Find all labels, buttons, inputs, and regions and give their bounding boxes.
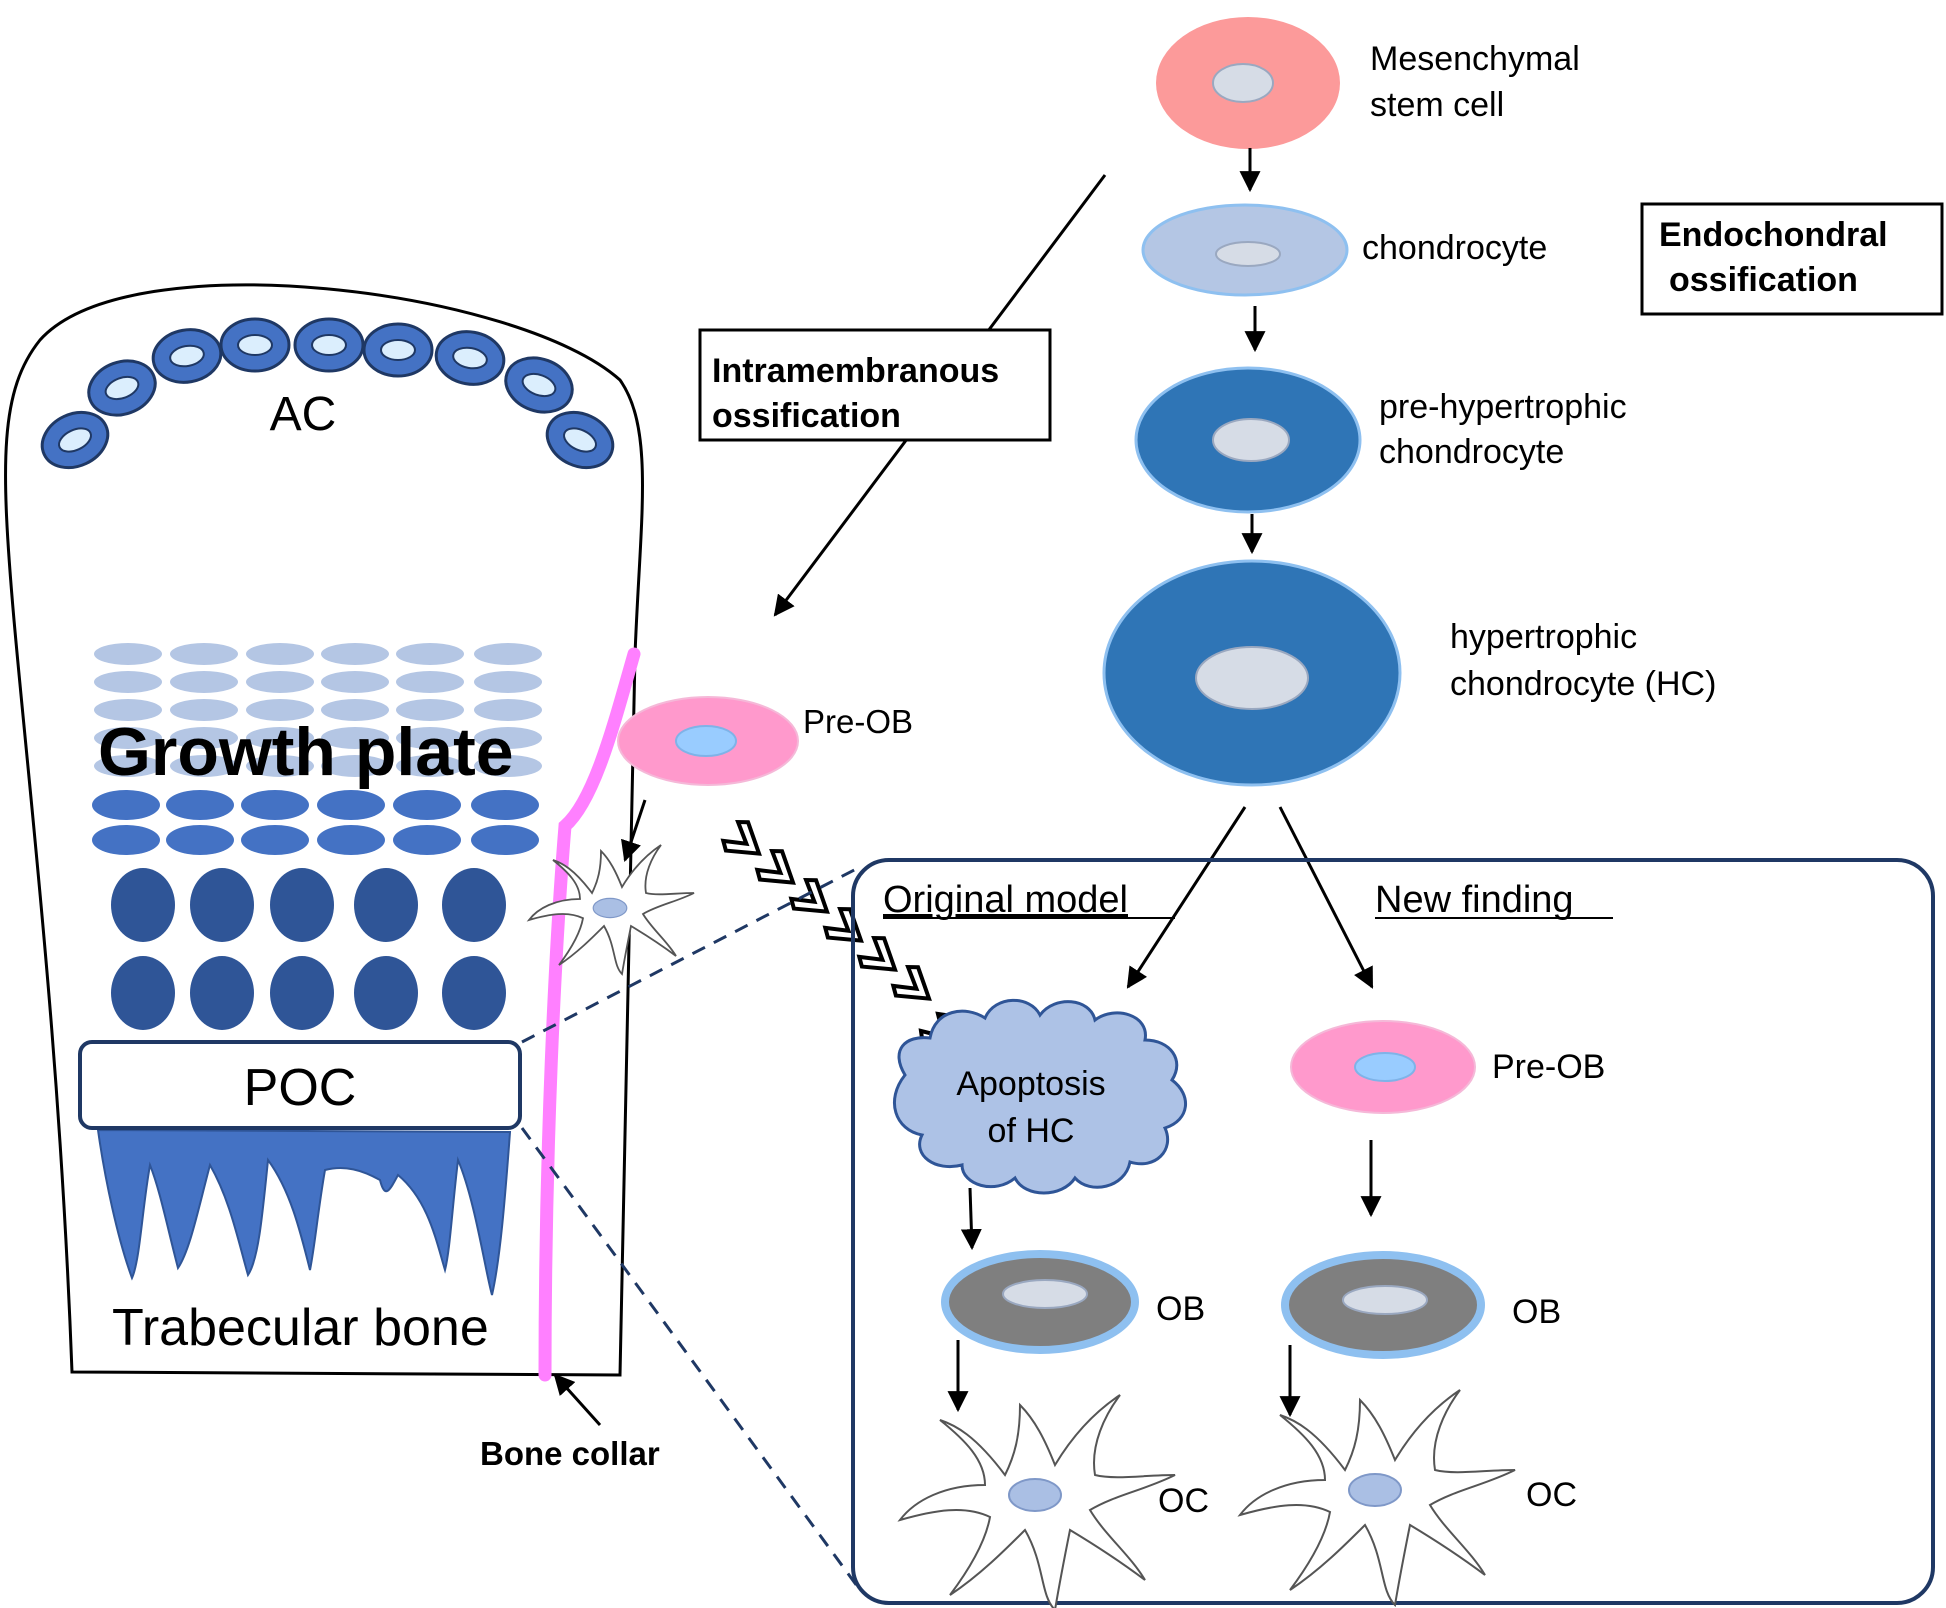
chondrocyte-label: chondrocyte: [1362, 229, 1547, 267]
osteocyte-small: [526, 844, 695, 976]
pre-ob-nucleus-right: [1354, 1052, 1416, 1082]
intramembranous-pathway: Intramembranous ossification Pre-OB: [526, 174, 1107, 976]
bone-collar: [538, 647, 641, 1382]
endochondral-label-line1: Endochondral: [1659, 216, 1888, 254]
apoptosis-label-line2: of HC: [988, 1112, 1075, 1150]
bone-collar-arrow: [553, 1373, 602, 1427]
endochondral-label-line2: ossification: [1669, 261, 1858, 299]
pre-ob-to-oc-arrow: [621, 799, 647, 862]
trabecular-bone: [96, 1128, 512, 1296]
ob-label-left: OB: [1156, 1290, 1205, 1328]
chevron-arrow: [717, 815, 968, 1060]
oc-cell-left: [897, 1394, 1176, 1608]
pre-hypertrophic-label-line1: pre-hypertrophic: [1379, 388, 1627, 426]
growth-plate-mid-cells: [92, 790, 539, 855]
detail-panel: Original model New finding Apoptosis of …: [851, 858, 1935, 1608]
ob-nucleus-right: [1342, 1285, 1428, 1315]
pre-ob-label-top: Pre-OB: [803, 703, 913, 740]
new-finding-heading: New finding: [1375, 879, 1574, 921]
zoom-line-top: [521, 865, 861, 1044]
ob-label-right: OB: [1512, 1293, 1561, 1331]
arrow-apoptosis-to-ob: [960, 1187, 982, 1251]
poc-label: POC: [244, 1059, 357, 1117]
hypertrophic-label-line1: hypertrophic: [1450, 618, 1637, 656]
msc-nucleus: [1212, 63, 1274, 103]
endochondral-box: [1640, 202, 1944, 316]
arrow-hc-to-pre-ob: [1278, 806, 1374, 989]
bone-collar-label: Bone collar: [480, 1435, 660, 1472]
growth-plate-hypertrophic-cells: [111, 868, 506, 1030]
pre-ob-nucleus-top: [675, 725, 737, 757]
bone-schematic: AC Growth plate POC Trabecular bone: [4, 283, 660, 1472]
oc-label-left: OC: [1158, 1482, 1209, 1520]
growth-plate-light-cells: [94, 643, 542, 777]
oc-cell-right: [1237, 1389, 1516, 1608]
original-model-heading: Original model: [883, 879, 1128, 921]
poc-box: [78, 1040, 522, 1130]
oc-label-right: OC: [1526, 1476, 1577, 1514]
trabecular-bone-label: Trabecular bone: [112, 1299, 489, 1357]
msc-label-line2: stem cell: [1370, 86, 1504, 124]
intramembranous-label-line1: Intramembranous: [712, 352, 999, 390]
pre-hypertrophic-nucleus: [1212, 418, 1290, 462]
pre-ob-label-right: Pre-OB: [1492, 1048, 1605, 1086]
intramembranous-box: [698, 328, 1052, 442]
ob-nucleus-left: [1002, 1279, 1088, 1309]
articular-cartilage-cells: [40, 317, 615, 470]
hypertrophic-nucleus: [1195, 646, 1309, 710]
msc-label-line1: Mesenchymal: [1370, 40, 1580, 78]
intramembranous-label-line2: ossification: [712, 397, 901, 435]
apoptosis-cloud: [893, 998, 1188, 1195]
growth-plate-label: Growth plate: [98, 714, 514, 790]
ac-label: AC: [270, 388, 337, 441]
endochondral-pathway: Mesenchymal stem cell chondrocyte Endoch…: [1102, 17, 1944, 989]
pre-hypertrophic-label-line2: chondrocyte: [1379, 433, 1564, 471]
chondrocyte-nucleus: [1215, 241, 1281, 267]
hypertrophic-label-line2: chondrocyte (HC): [1450, 665, 1716, 703]
apoptosis-label-line1: Apoptosis: [956, 1065, 1105, 1103]
arrow-hc-to-apoptosis: [1126, 806, 1247, 989]
